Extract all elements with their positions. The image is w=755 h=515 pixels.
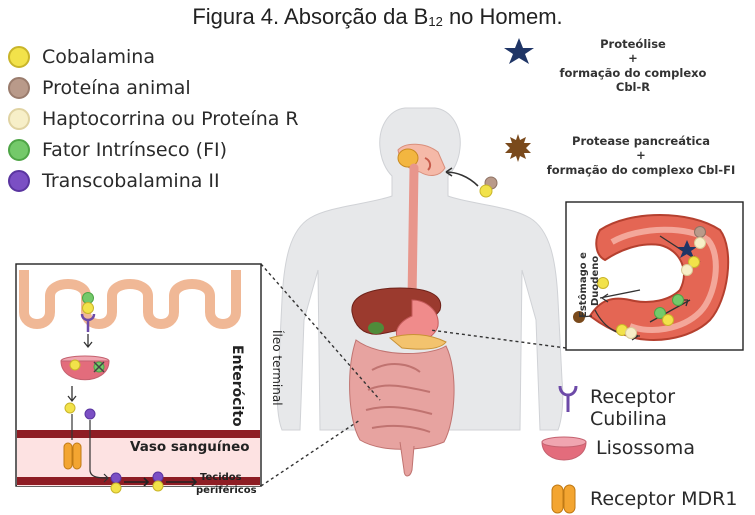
proteolysis-text: Proteólise + formação do complexo Cbl-R <box>548 37 718 95</box>
food-cobalamin-particle <box>480 185 492 197</box>
pancreatic-line2: formação do complexo Cbl-FI <box>528 163 754 177</box>
proteolysis-plus: + <box>548 51 718 65</box>
mdr1-receptor-icon <box>552 485 575 513</box>
vessel-wall-top <box>17 430 260 438</box>
inset-cbl-particle <box>83 303 94 314</box>
gallbladder <box>368 322 384 334</box>
ingestion-arrow <box>446 172 478 186</box>
tissues-label-line2: periféricos <box>196 484 257 496</box>
stomach-label-line1: Estômago e <box>577 252 589 318</box>
enterocyte-label: Enterócito <box>229 345 245 427</box>
lysosome-icon <box>542 437 586 460</box>
proteolysis-line1: Proteólise <box>548 37 718 51</box>
ileum-label: Íleo terminal <box>270 330 285 406</box>
inset-if-particle <box>83 293 94 304</box>
proteolysis-line2: formação do complexo <box>548 66 718 80</box>
stomach-label-line2: Duodeno <box>590 256 601 306</box>
pancreatic-line1: Protease pancreática <box>528 134 754 148</box>
tissues-label-line1: Tecidos <box>200 472 242 483</box>
legend-cubilin-label: Receptor Cubilina <box>590 386 755 430</box>
proteolysis-line3: Cbl-R <box>548 80 718 94</box>
vessel-label: Vaso sanguíneo <box>130 439 250 455</box>
pancreatic-text: Protease pancreática + formação do compl… <box>528 134 754 177</box>
proteolysis-star-icon <box>504 38 534 64</box>
legend-mdr1-label: Receptor MDR1 <box>590 488 737 510</box>
legend-lysosome: Lisossoma <box>596 437 695 459</box>
esophagus <box>412 168 414 300</box>
legend-mdr1: Receptor MDR1 <box>590 488 737 510</box>
legend-lysosome-label: Lisossoma <box>596 437 695 459</box>
pancreatic-plus: + <box>528 148 754 162</box>
legend-cubilin: Receptor Cubilina <box>590 386 755 430</box>
intestines <box>350 340 454 476</box>
